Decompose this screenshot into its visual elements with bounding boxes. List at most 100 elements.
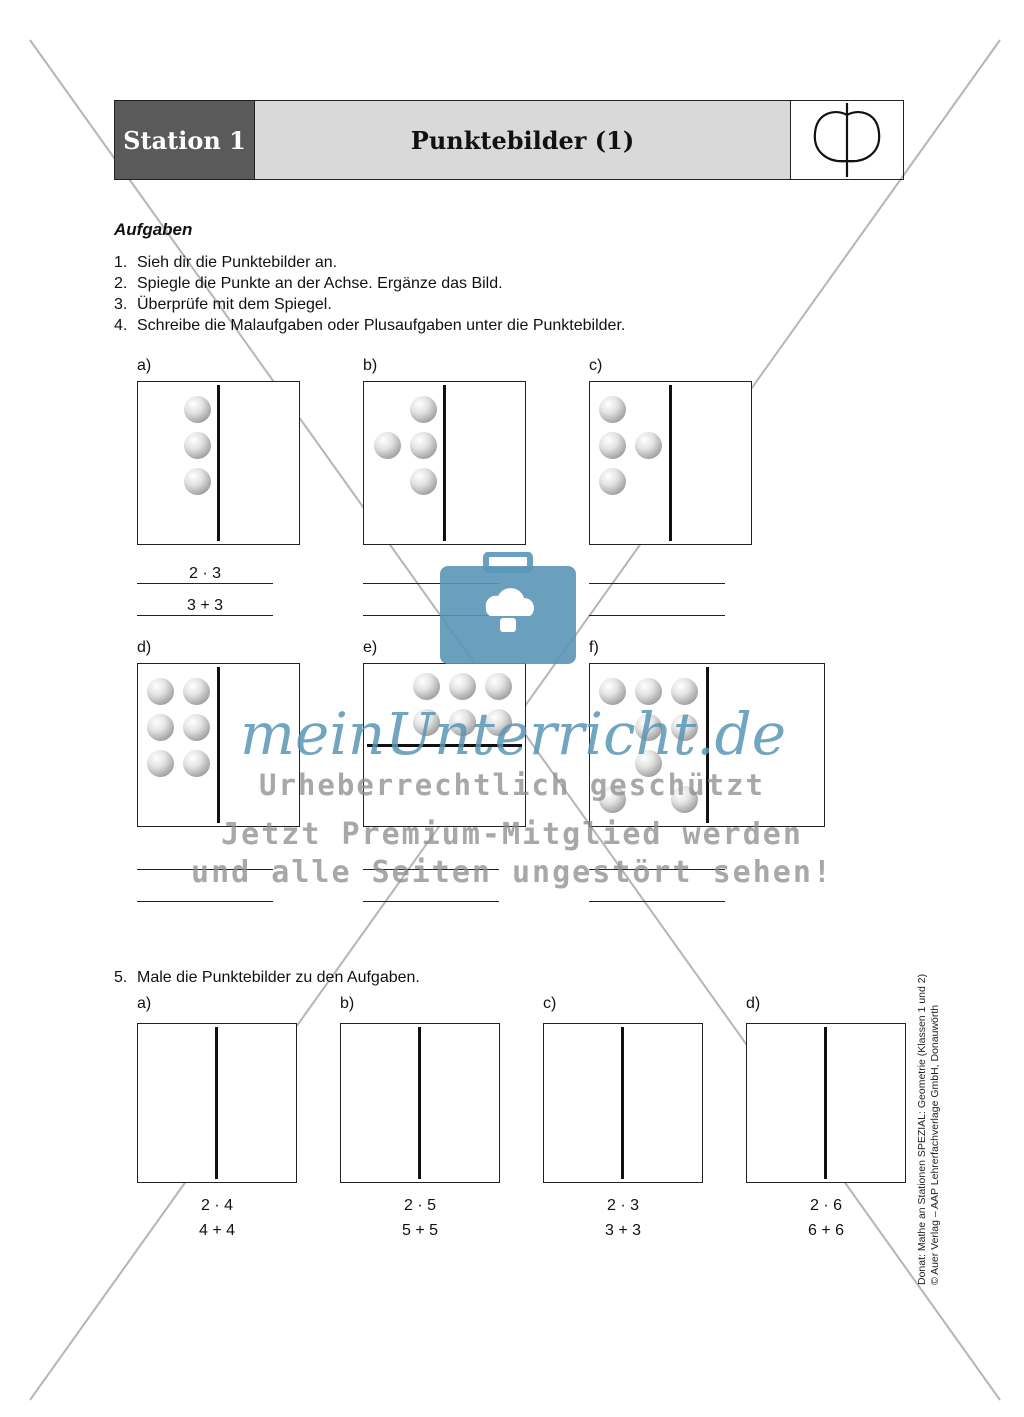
dot-picture-f <box>589 663 825 827</box>
station-label: Station 1 <box>115 101 255 179</box>
mirror-axis <box>418 1027 421 1179</box>
picture-label-d: d) <box>137 639 152 656</box>
publisher-credit: Donat: Mathe an Stationen SPEZIAL: Geome… <box>916 973 941 1285</box>
dot <box>635 750 662 777</box>
answer-text: 3 + 3 <box>186 597 224 614</box>
draw-box-a[interactable] <box>137 1023 297 1183</box>
mirror-axis <box>669 385 672 541</box>
mirror-axis <box>215 1027 218 1179</box>
dot <box>374 432 401 459</box>
equation-mult: 2 · 6 <box>809 1197 842 1214</box>
answer-line[interactable] <box>589 583 725 584</box>
draw-box-label-d: d) <box>746 995 761 1012</box>
dot <box>485 673 512 700</box>
equation-plus: 6 + 6 <box>807 1222 845 1239</box>
answer-line[interactable] <box>363 869 499 870</box>
mirror-axis <box>217 385 220 541</box>
watermark-brand: meinUnterricht.de <box>240 700 787 768</box>
dot-picture-a <box>137 381 300 545</box>
dot <box>410 468 437 495</box>
dot <box>599 786 626 813</box>
task-item: 1.Sieh dir die Punktebilder an. <box>114 254 338 271</box>
answer-line[interactable] <box>137 583 273 584</box>
dot <box>635 714 662 741</box>
task-item: 3.Überprüfe mit dem Spiegel. <box>114 296 332 313</box>
answer-line[interactable] <box>137 615 273 616</box>
dot <box>599 396 626 423</box>
dot <box>410 396 437 423</box>
dot <box>184 432 211 459</box>
dot <box>413 709 440 736</box>
dot <box>671 714 698 741</box>
equation-plus: 3 + 3 <box>604 1222 642 1239</box>
picture-label-b: b) <box>363 357 378 374</box>
dot <box>184 468 211 495</box>
watermark-line: und alle Seiten ungestört sehen! <box>191 855 833 890</box>
task-item: 2.Spiegle die Punkte an der Achse. Ergän… <box>114 275 503 292</box>
dot <box>413 673 440 700</box>
dot <box>671 786 698 813</box>
mirror-axis <box>621 1027 624 1179</box>
task-list: 1.Sieh dir die Punktebilder an. 2.Spiegl… <box>114 252 625 336</box>
draw-box-label-c: c) <box>543 995 557 1012</box>
answer-line[interactable] <box>363 901 499 902</box>
dot <box>147 678 174 705</box>
draw-box-b[interactable] <box>340 1023 500 1183</box>
answer-text: 2 · 3 <box>188 565 221 582</box>
dot <box>599 678 626 705</box>
dot-picture-c <box>589 381 752 545</box>
draw-box-label-a: a) <box>137 995 152 1012</box>
equation-mult: 2 · 5 <box>403 1197 436 1214</box>
picture-label-a: a) <box>137 357 152 374</box>
equation-mult: 2 · 4 <box>200 1197 233 1214</box>
tasks-heading: Aufgaben <box>114 220 193 239</box>
answer-line[interactable] <box>137 869 273 870</box>
mirror-axis <box>706 667 709 823</box>
watermark-line: Jetzt Premium-Mitglied werden <box>221 817 803 852</box>
answer-line[interactable] <box>589 615 725 616</box>
dot-picture-d <box>137 663 300 827</box>
dot <box>635 432 662 459</box>
equation-plus: 4 + 4 <box>198 1222 236 1239</box>
mirror-axis <box>217 667 220 823</box>
equation-plus: 5 + 5 <box>401 1222 439 1239</box>
answer-line[interactable] <box>589 869 725 870</box>
page-title: Punktebilder (1) <box>255 101 791 179</box>
equation-mult: 2 · 3 <box>606 1197 639 1214</box>
watermark-line: Urheberrechtlich geschützt <box>259 768 765 802</box>
answer-line[interactable] <box>363 583 499 584</box>
mirror-axis <box>824 1027 827 1179</box>
draw-box-c[interactable] <box>543 1023 703 1183</box>
dot <box>635 678 662 705</box>
answer-line[interactable] <box>137 901 273 902</box>
dot <box>183 714 210 741</box>
worksheet-header: Station 1 Punktebilder (1) <box>114 100 904 180</box>
briefcase-icon <box>440 552 576 664</box>
dot <box>485 709 512 736</box>
dot <box>183 678 210 705</box>
answer-line[interactable] <box>589 901 725 902</box>
mirror-axis <box>443 385 446 541</box>
picture-label-f: f) <box>589 639 599 656</box>
picture-label-e: e) <box>363 639 378 656</box>
dot <box>599 432 626 459</box>
dot <box>599 468 626 495</box>
draw-box-d[interactable] <box>746 1023 906 1183</box>
dot <box>671 678 698 705</box>
dot <box>449 709 476 736</box>
dot <box>449 673 476 700</box>
dot-picture-b <box>363 381 526 545</box>
picture-label-c: c) <box>589 357 603 374</box>
dot-picture-e <box>363 663 526 827</box>
draw-box-label-b: b) <box>340 995 355 1012</box>
answer-line[interactable] <box>363 615 499 616</box>
task-5: 5.Male die Punktebilder zu den Aufgaben. <box>114 969 420 986</box>
dot <box>147 714 174 741</box>
dot <box>184 396 211 423</box>
dot <box>183 750 210 777</box>
dot <box>410 432 437 459</box>
mirror-axis <box>367 744 522 747</box>
task-item: 4.Schreibe die Malaufgaben oder Plusaufg… <box>114 317 626 334</box>
dot <box>147 750 174 777</box>
apple-icon <box>791 101 903 179</box>
